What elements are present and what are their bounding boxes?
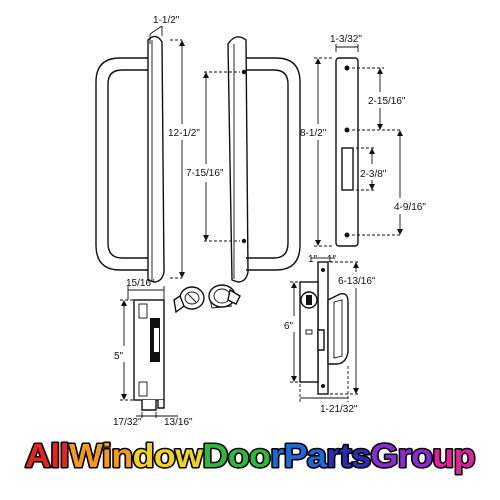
dim-lock-height: 6-13/16" bbox=[338, 276, 376, 287]
dim-keeper-height: 5" bbox=[114, 351, 124, 362]
mortise-lock: 1" 1" 6" 6-13/16" 1-21/32" bbox=[284, 254, 376, 415]
dim-keeper-width: 15/16" bbox=[126, 278, 155, 289]
dim-escutcheon-lower: 4-9/16" bbox=[394, 202, 426, 213]
thumb-turns bbox=[173, 284, 241, 314]
handle-dimensions: 1-1/2" 12-1/2" 7-15/16" bbox=[149, 15, 240, 279]
escutcheon-plate: 1-3/32" 8-1/2" 2-15/16" 2-3/8" 4-9/16" bbox=[300, 34, 426, 247]
brand-wordmark: AllWindowDoorPartsGroup bbox=[25, 437, 475, 474]
right-handle bbox=[227, 36, 301, 283]
dim-lock-faceplate: 6" bbox=[284, 321, 294, 332]
dim-handle-hole-spacing: 7-15/16" bbox=[186, 168, 224, 179]
dim-lock-backset-b: 1" bbox=[327, 254, 337, 265]
dim-escutcheon-cutout: 2-3/8" bbox=[360, 169, 387, 180]
dim-lock-depth: 1-21/32" bbox=[320, 404, 358, 415]
dim-keeper-bottom-a: 17/32" bbox=[113, 417, 142, 428]
dim-handle-top-width: 1-1/2" bbox=[153, 15, 180, 26]
dim-lock-backset-a: 1" bbox=[308, 254, 318, 265]
keeper: 15/16" 5" 17/32" 13/16" bbox=[113, 278, 193, 428]
dim-keeper-bottom-b: 13/16" bbox=[164, 417, 193, 428]
dim-escutcheon-top: 2-15/16" bbox=[368, 96, 406, 107]
dim-handle-length: 12-1/2" bbox=[168, 128, 200, 139]
left-handle bbox=[95, 35, 165, 283]
dim-escutcheon-length: 8-1/2" bbox=[300, 128, 327, 139]
dim-escutcheon-width: 1-3/32" bbox=[330, 34, 362, 45]
